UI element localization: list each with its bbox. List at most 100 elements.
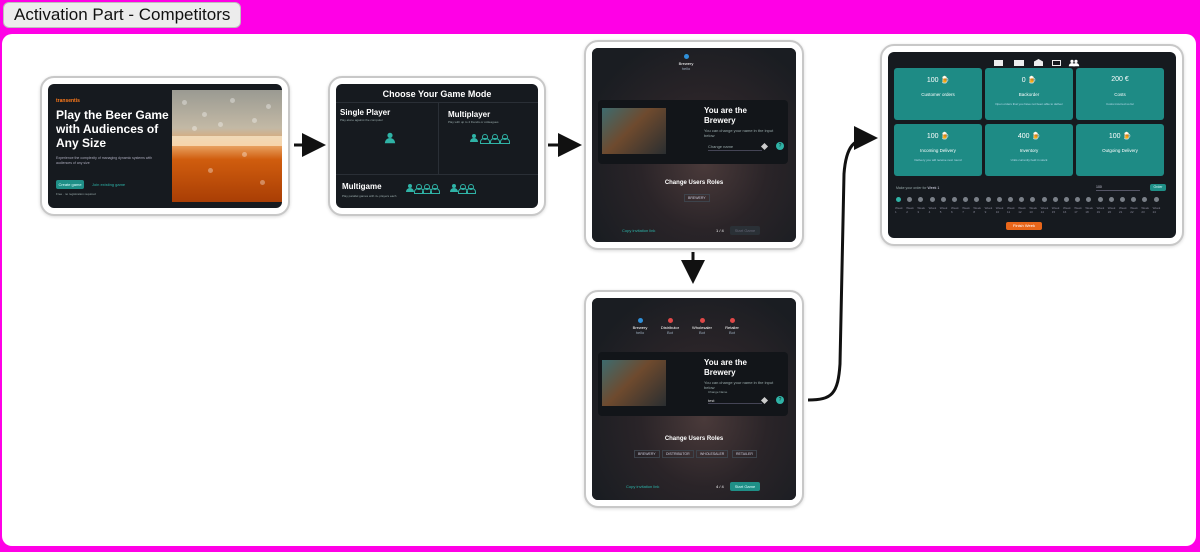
order-prompt: Make your order for Week 1 [896, 186, 940, 190]
week-dot[interactable] [1153, 197, 1159, 202]
landing-screen: transentis Play the Beer Game with Audie… [48, 84, 282, 208]
week-dot[interactable] [907, 197, 913, 202]
order-input[interactable]: 100 [1096, 185, 1140, 191]
kpi-label: Costs [1114, 92, 1126, 97]
name-input[interactable]: test [708, 398, 762, 404]
help-icon[interactable]: ? [776, 396, 784, 404]
landing-card[interactable]: transentis Play the Beer Game with Audie… [40, 76, 290, 216]
week-dot[interactable] [1142, 197, 1148, 202]
kpi-value: 0 🍺 [1021, 77, 1037, 84]
factory-icon [994, 60, 1003, 66]
week-dot[interactable] [929, 197, 935, 202]
edit-icon[interactable] [760, 396, 769, 405]
week-dot[interactable] [1064, 197, 1069, 202]
create-game-button[interactable]: Create game [56, 180, 84, 189]
role-chip-brewery[interactable]: BREWERY [684, 194, 710, 202]
start-game-button-disabled[interactable]: Start Game [730, 226, 760, 235]
week-dot[interactable] [1052, 197, 1058, 202]
week-dot[interactable] [1097, 197, 1103, 202]
single-role-screen: Brewery hello You are the Brewery You ca… [592, 48, 796, 242]
start-game-button[interactable]: Start Game [730, 482, 760, 491]
week-dot[interactable] [952, 197, 957, 202]
week-dot[interactable] [896, 197, 901, 202]
week-dot[interactable] [1041, 197, 1047, 202]
mode-multigame[interactable]: Multigame [342, 182, 382, 191]
change-roles-title: Change Users Roles [664, 180, 724, 186]
name-input[interactable]: Change name [708, 144, 762, 151]
game-mode-title: Choose Your Game Mode [382, 89, 492, 99]
help-icon[interactable]: ? [776, 142, 784, 150]
kpi-value: 100 🍺 [1108, 133, 1132, 140]
week-dot[interactable] [1108, 197, 1114, 202]
role-chip-retailer[interactable]: RETAILER [732, 450, 757, 458]
kpi-value: 100 🍺 [926, 77, 950, 84]
invite-link[interactable]: Copy invitation link [622, 228, 656, 233]
warehouse-icon [1034, 59, 1043, 66]
role-chip-wholesaler[interactable]: WHOLESALER [696, 450, 729, 458]
hero-subtext: Experience the complexity of managing dy… [56, 156, 153, 165]
name-hint: You can change your name in the input be… [704, 128, 774, 138]
finish-week-button[interactable]: Finish Week [1006, 222, 1042, 230]
hero-headline: Play the Beer Game with Audiences of Any… [56, 108, 169, 150]
week-dot[interactable] [996, 197, 1002, 202]
name-label: Change Name [708, 390, 728, 394]
single-role-card[interactable]: Brewery hello You are the Brewery You ca… [584, 40, 804, 250]
week-dot[interactable] [1030, 197, 1036, 202]
game-mode-card[interactable]: Choose Your Game Mode Single Player Play… [328, 76, 546, 216]
mode-multigame-desc: Play parallel games with 4+ players each [342, 194, 397, 198]
week-dot[interactable] [1008, 197, 1013, 202]
role-brewery-header: Brewery hello [672, 54, 700, 71]
week-dot[interactable] [974, 197, 980, 202]
week-dot[interactable] [963, 197, 969, 202]
you-are-heading: You are the Brewery [704, 358, 747, 377]
order-button[interactable]: Order [1150, 184, 1166, 191]
week-dot[interactable] [985, 197, 991, 202]
kpi-note: Costs incurred so far [1106, 102, 1134, 106]
invite-link[interactable]: Copy invitation link [626, 484, 660, 489]
role-card: You are the Brewery You can change your … [598, 352, 788, 416]
week-dot[interactable] [1120, 197, 1125, 202]
week-dot[interactable] [940, 197, 946, 202]
week-dot[interactable] [1131, 197, 1137, 202]
join-game-link[interactable]: Join existing game [92, 182, 126, 187]
week-dot[interactable] [1019, 197, 1025, 202]
role-chip-distributor[interactable]: DISTRIBUTOR [662, 450, 694, 458]
kpi-value: 200 € [1111, 76, 1129, 83]
week-dot[interactable] [1086, 197, 1092, 202]
change-roles-title: Change Users Roles [664, 436, 724, 442]
role-chip-brewery[interactable]: BREWERY [634, 450, 660, 458]
role-card: You are the Brewery You can change your … [598, 100, 788, 164]
kpi-tile: 100 🍺Outgoing Delivery [1076, 124, 1164, 176]
brewer-photo [602, 108, 666, 154]
player-count: 4 / 4 [716, 484, 724, 489]
game-mode-screen: Choose Your Game Mode Single Player Play… [336, 84, 538, 208]
mode-multiplayer[interactable]: Multiplayer [448, 110, 491, 119]
mode-single-player[interactable]: Single Player [340, 108, 391, 117]
mode-single-desc: Play alone against the computer [340, 118, 383, 122]
edit-icon[interactable] [760, 142, 769, 151]
week-dot[interactable] [1075, 197, 1081, 202]
kpi-label: Customer orders [921, 92, 955, 97]
week-dot[interactable] [918, 197, 924, 202]
